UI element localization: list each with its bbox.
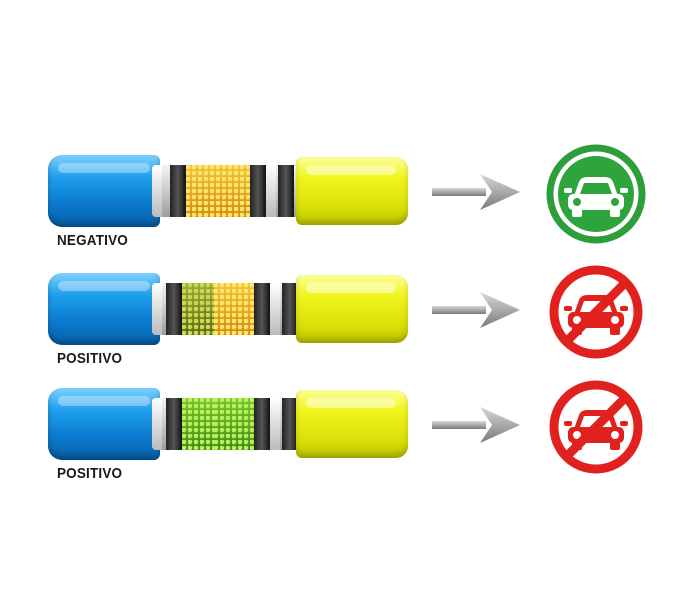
reagent-crystals (210, 165, 250, 217)
yellow-cap (296, 390, 408, 458)
breath-test-tube (48, 155, 408, 227)
breath-test-tube (48, 273, 408, 345)
result-label: POSITIVO (57, 350, 123, 367)
result-label: POSITIVO (57, 465, 123, 482)
tube-barrel (152, 165, 302, 217)
reagent-crystals (214, 398, 254, 450)
arrow-right-icon (432, 174, 520, 210)
car-prohibited-icon (549, 265, 643, 359)
tube-barrel (152, 398, 302, 450)
tube-barrel (152, 283, 302, 335)
breath-test-tube (48, 388, 408, 460)
test-row-positive-1: POSITIVO (0, 265, 700, 388)
blue-cap (48, 273, 160, 345)
arrow-right-icon (432, 407, 520, 443)
blue-cap (48, 155, 160, 227)
test-row-positive-2: POSITIVO (0, 380, 700, 503)
yellow-cap (296, 275, 408, 343)
car-allowed-icon (546, 144, 646, 244)
test-row-negative: NEGATIVO (0, 144, 700, 270)
result-label: NEGATIVO (57, 232, 128, 249)
arrow-right-icon (432, 292, 520, 328)
reagent-crystals (214, 283, 254, 335)
blue-cap (48, 388, 160, 460)
yellow-cap (296, 157, 408, 225)
car-prohibited-icon (549, 380, 643, 474)
